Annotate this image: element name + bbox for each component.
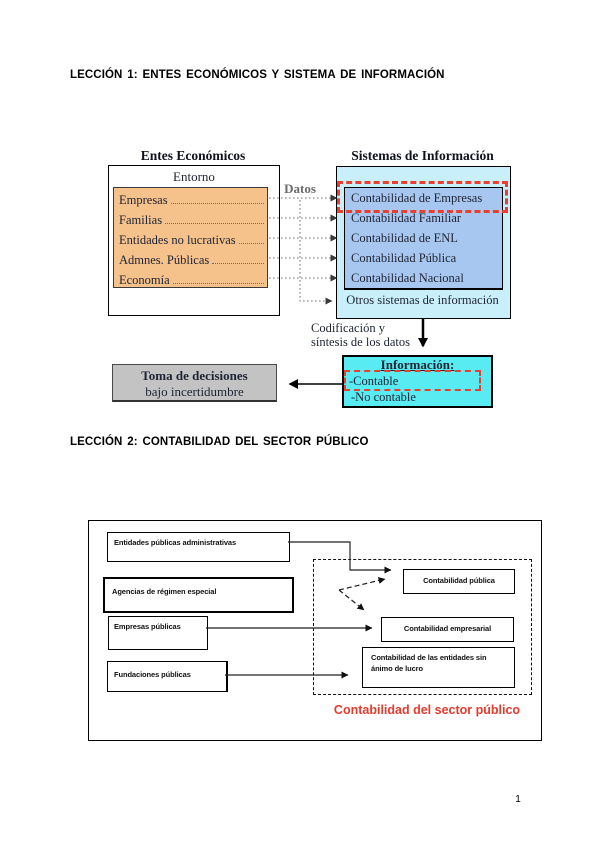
box-label: Contabilidad de las entidades sin ánimo … xyxy=(371,653,487,673)
entorno-item: Entidades no lucrativas xyxy=(114,230,267,250)
heading-leccion-2: LECCIÓN 2: CONTABILIDAD DEL SECTOR PÚBLI… xyxy=(70,436,369,448)
entorno-item: Familias xyxy=(114,210,267,230)
box-contabilidad-empresarial: Contabilidad empresarial xyxy=(381,617,514,642)
box-entidades-publicas-administrativas: Entidades públicas administrativas xyxy=(107,532,290,562)
otros-sistemas-label: Otros sistemas de información xyxy=(346,293,499,307)
entorno-item-label: Familias xyxy=(119,213,163,227)
box-empresas-publicas: Empresas públicas xyxy=(108,616,208,650)
decision-title: Toma de decisiones xyxy=(141,368,248,383)
sistema-item: Contabilidad de Empresas xyxy=(351,191,483,205)
box-fundaciones-publicas: Fundaciones públicas xyxy=(107,661,228,692)
sistema-item: Contabilidad Nacional xyxy=(351,271,464,285)
entorno-item-label: Empresas xyxy=(119,193,168,207)
codificacion-label: Codificación y síntesis de los datos xyxy=(311,321,423,349)
informacion-item-contable: -Contable xyxy=(349,374,399,388)
entorno-box: Empresas Familias Entidades no lucrativa… xyxy=(113,187,268,288)
box-label: Entidades públicas administrativas xyxy=(114,538,237,547)
dotted-leader xyxy=(165,210,264,224)
informacion-title: Información: xyxy=(380,357,455,372)
entorno-item-label: Economía xyxy=(119,273,170,287)
box-contabilidad-publica: Contabilidad pública xyxy=(403,569,515,594)
arrow-to-otros-sistemas xyxy=(299,200,333,305)
entorno-item: Admnes. Públicas xyxy=(114,250,267,270)
sistema-item: Contabilidad Pública xyxy=(351,251,457,265)
entes-economicos-title: Entes Económicos xyxy=(140,148,246,163)
caption-contabilidad-sector-publico: Contabilidad del sector público xyxy=(333,703,521,717)
dotted-leader xyxy=(172,270,264,284)
heading-leccion-1: LECCIÓN 1: ENTES ECONÓMICOS Y SISTEMA DE… xyxy=(70,69,445,81)
box-contabilidad-entidades-sin-animo-lucro: Contabilidad de las entidades sin ánimo … xyxy=(362,647,515,688)
box-label: Agencias de régimen especial xyxy=(112,587,217,596)
page-number: 1 xyxy=(515,794,521,805)
entorno-item: Empresas xyxy=(114,190,267,210)
entorno-item: Economía xyxy=(114,270,267,290)
entorno-label: Entorno xyxy=(173,169,215,184)
box-label: Fundaciones públicas xyxy=(114,670,191,679)
entorno-item-label: Admnes. Públicas xyxy=(119,253,210,267)
dotted-leader xyxy=(170,190,264,204)
sistemas-informacion-title: Sistemas de Información xyxy=(351,148,494,163)
toma-decisiones-box: Toma de decisiones bajo incertidumbre xyxy=(112,364,277,402)
highlight-contabilidad-empresas-dashed xyxy=(337,181,508,213)
sector-publico-dashed-group xyxy=(313,559,532,695)
highlight-contable-dashed xyxy=(344,370,481,391)
entorno-item-label: Entidades no lucrativas xyxy=(119,233,236,247)
box-agencias-regimen-especial: Agencias de régimen especial xyxy=(103,577,294,613)
dotted-leader xyxy=(238,230,264,244)
box-label: Empresas públicas xyxy=(114,622,181,631)
informacion-box: Información: -Contable -No contable xyxy=(342,355,493,408)
decision-subtitle: bajo incertidumbre xyxy=(145,384,244,399)
sector-publico-outer-box xyxy=(88,520,542,741)
informacion-item-no-contable: -No contable xyxy=(351,390,416,404)
sistemas-inner-box: Contabilidad de Empresas Contabilidad Fa… xyxy=(344,187,503,290)
datos-label: Datos xyxy=(284,181,316,196)
sistema-item: Contabilidad de ENL xyxy=(351,231,458,245)
sistema-item: Contabilidad Familiar xyxy=(351,211,462,225)
codificacion-line1: Codificación y xyxy=(311,321,385,335)
codificacion-line2: síntesis de los datos xyxy=(311,335,410,349)
dotted-leader xyxy=(212,250,264,264)
